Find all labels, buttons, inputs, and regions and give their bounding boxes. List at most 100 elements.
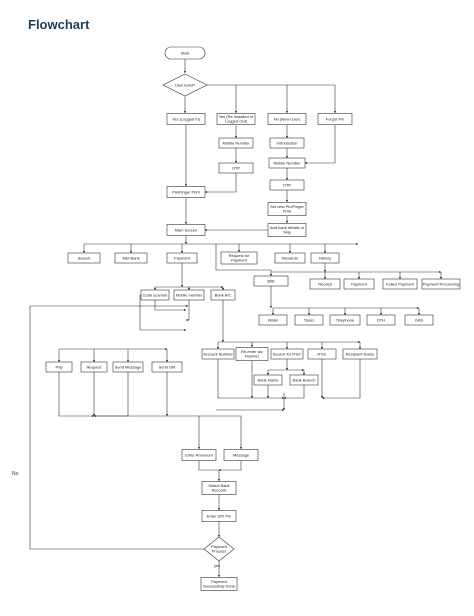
node-receipt: Receipt bbox=[309, 278, 341, 290]
node-label: Bank Name bbox=[258, 377, 280, 382]
node-label: Request for bbox=[229, 253, 250, 258]
node-label: Mobile Number bbox=[273, 160, 301, 165]
node-label: Account bbox=[212, 488, 227, 493]
flow-connector bbox=[207, 84, 238, 114]
node-shape bbox=[162, 73, 208, 97]
node-shape bbox=[404, 314, 434, 326]
node-gas: GAS bbox=[404, 314, 434, 326]
node-pin-finger-print: Pin/Finger Print bbox=[166, 186, 206, 198]
node-shape bbox=[268, 157, 306, 169]
node-label: Start bbox=[181, 50, 190, 55]
node-send-gift: Send Gift bbox=[151, 361, 183, 373]
node-shape bbox=[173, 289, 205, 301]
node-shape bbox=[210, 289, 236, 301]
node-shape bbox=[166, 252, 198, 264]
node-send-message: Send Message bbox=[112, 361, 144, 373]
node-label: Mobile number bbox=[176, 292, 203, 297]
node-label: Water bbox=[268, 317, 279, 322]
node-introduction: Introduction bbox=[269, 137, 305, 149]
flow-connector bbox=[29, 304, 204, 550]
node-bank-ac: Bank A/C bbox=[210, 289, 236, 301]
node-label: Enter UPI Pin bbox=[207, 513, 231, 518]
node-shape bbox=[294, 314, 324, 326]
node-label: Introduction bbox=[277, 140, 298, 145]
node-bank-branch: Bank Branch bbox=[289, 374, 319, 386]
node-label: Payment bbox=[174, 255, 191, 260]
node-shape bbox=[220, 251, 258, 265]
node-label: Request bbox=[87, 364, 103, 369]
node-history: History bbox=[310, 252, 340, 264]
node-label: History bbox=[319, 255, 331, 260]
node-shape bbox=[201, 481, 237, 495]
node-otp-2: OTP bbox=[269, 179, 305, 191]
node-label: OTP bbox=[283, 182, 292, 187]
node-label: Set new Pin/Finger bbox=[270, 204, 304, 209]
node-shape bbox=[166, 224, 206, 236]
node-label: Number bbox=[245, 354, 260, 359]
node-label: Recipient Name bbox=[346, 351, 375, 356]
node-shape bbox=[267, 223, 307, 237]
node-shape bbox=[112, 361, 144, 373]
node-label: Bank Branch bbox=[293, 377, 316, 382]
node-label: User Exist? bbox=[175, 82, 196, 87]
flow-connector bbox=[185, 300, 190, 322]
node-label: IFSC bbox=[317, 351, 326, 356]
node-pay: Pay bbox=[45, 361, 73, 373]
node-shape bbox=[218, 162, 254, 174]
node-shape bbox=[342, 348, 378, 360]
flow-connector bbox=[218, 461, 242, 472]
node-start: Start bbox=[164, 46, 206, 60]
node-rewards: Rewards bbox=[274, 252, 306, 264]
node-label: No (New User) bbox=[274, 116, 301, 121]
node-user-exist: User Exist? bbox=[162, 73, 208, 97]
node-shape bbox=[289, 374, 319, 386]
node-shape bbox=[203, 536, 235, 562]
node-label: Logged Out) bbox=[225, 119, 248, 124]
node-search-ifsc: Search for IFSC bbox=[270, 348, 304, 360]
node-main-screen: Main Screen bbox=[166, 224, 206, 236]
node-label: Send Gift bbox=[159, 364, 177, 369]
node-shape bbox=[235, 347, 269, 361]
node-label: Payment bbox=[211, 544, 228, 549]
node-label: Forgot Pin bbox=[326, 116, 344, 121]
node-label: Taxes bbox=[304, 317, 314, 322]
node-telephone: Telephone bbox=[329, 314, 361, 326]
flow-connector bbox=[283, 385, 305, 400]
node-yes-logged-in: Yes (Logged In) bbox=[166, 113, 206, 125]
node-label: Rewards bbox=[282, 255, 298, 260]
node-label: Process bbox=[212, 549, 226, 554]
node-mobile-number-1: Mobile Number bbox=[218, 137, 254, 149]
node-shape bbox=[223, 449, 259, 461]
node-enter-upi-pin: Enter UPI Pin bbox=[201, 510, 237, 522]
flow-connector bbox=[94, 415, 201, 450]
node-message: Message bbox=[223, 449, 259, 461]
flow-connector bbox=[93, 372, 129, 418]
flow-connector bbox=[304, 125, 336, 165]
node-no-new-user: No (New User) bbox=[267, 113, 307, 125]
node-shape bbox=[164, 46, 206, 60]
node-label: Payment bbox=[211, 579, 228, 584]
node-label: Payment bbox=[231, 258, 248, 263]
flowchart-edges bbox=[29, 59, 443, 578]
node-shape bbox=[80, 361, 108, 373]
node-label: Search bbox=[78, 255, 91, 260]
node-shape bbox=[218, 137, 254, 149]
flow-connector bbox=[321, 359, 361, 400]
node-shape bbox=[151, 361, 183, 373]
node-shape bbox=[216, 113, 256, 125]
node-code-scanner: Code scanner bbox=[140, 289, 170, 301]
node-account-number: Account Number bbox=[201, 348, 235, 360]
node-mobile-number-2: Mobile Number bbox=[268, 157, 306, 169]
node-label: Main Screen bbox=[175, 227, 197, 232]
node-shape bbox=[307, 348, 337, 360]
node-shape bbox=[200, 577, 238, 591]
node-shape bbox=[45, 361, 73, 373]
node-add-bank: Add Bank bbox=[114, 252, 148, 264]
flow-connector bbox=[287, 84, 337, 114]
node-shape bbox=[67, 252, 101, 264]
